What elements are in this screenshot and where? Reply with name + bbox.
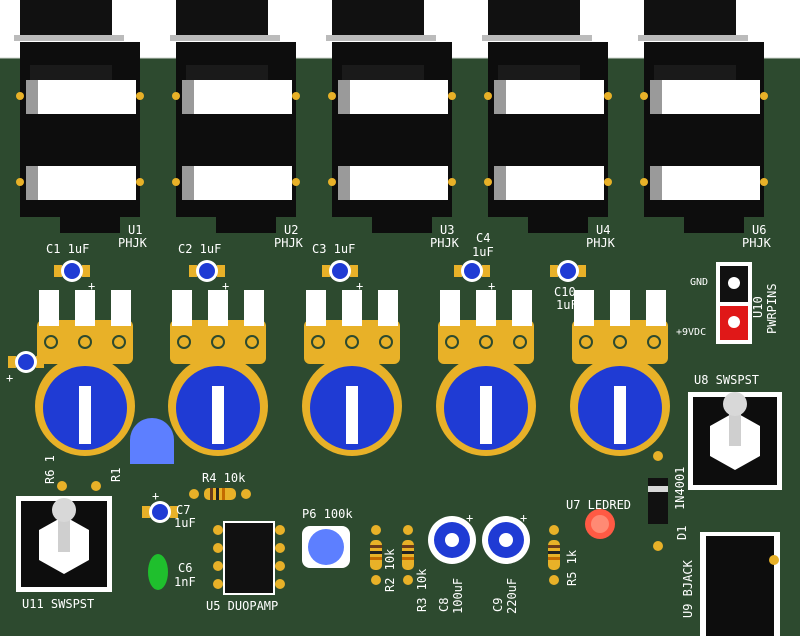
power-pins-u10[interactable] — [716, 262, 752, 344]
label-u5: U5 DUOPAMP — [206, 599, 279, 613]
label-u1-type: PHJK — [118, 236, 147, 250]
label-u6-name: U6 — [752, 223, 767, 237]
label-u1-name: U1 — [128, 223, 143, 237]
label-plus-c7: + — [152, 489, 160, 503]
trimmer-p6[interactable] — [302, 526, 350, 568]
label-u7: U7 LEDRED — [566, 498, 632, 512]
label-c2: C2 1uF — [178, 242, 222, 256]
label-c4-value: 1uF — [472, 245, 494, 259]
label-c10-name: C10 — [554, 285, 576, 299]
opamp-u5[interactable] — [213, 521, 285, 595]
label-plus-c1: + — [88, 279, 96, 293]
label-c1: C1 1uF — [46, 242, 90, 256]
label-plus-left: + — [6, 371, 14, 385]
transistor[interactable] — [130, 418, 174, 464]
label-c7-value: 1uF — [174, 516, 196, 530]
label-r1: R1 — [109, 467, 123, 482]
label-p6: P6 100k — [302, 507, 353, 521]
label-c8-value: 100uF — [451, 577, 465, 614]
cap-c6[interactable] — [148, 554, 168, 590]
pot-2[interactable] — [167, 289, 269, 457]
label-c3: C3 1uF — [312, 242, 356, 256]
label-plus-c2: + — [222, 279, 230, 293]
label-r3: R3 10k — [415, 568, 429, 612]
label-r2: R2 10k — [383, 548, 397, 592]
diode-d1[interactable] — [648, 451, 668, 551]
label-plus-c4: + — [488, 279, 496, 293]
label-u10-name: U10 — [751, 296, 765, 318]
label-u11: U11 SWSPST — [22, 597, 95, 611]
label-u3-name: U3 — [440, 223, 455, 237]
pot-4[interactable] — [435, 289, 537, 457]
label-c6-value: 1nF — [174, 575, 196, 589]
pot-5[interactable] — [569, 289, 671, 457]
label-r4: R4 10k — [202, 471, 246, 485]
label-u6-type: PHJK — [742, 236, 771, 250]
label-c9-value: 220uF — [505, 577, 519, 614]
label-c8-name: C8 — [437, 597, 451, 612]
label-u9: U9 BJACK — [681, 560, 695, 618]
label-c9-name: C9 — [491, 597, 505, 612]
led-u7[interactable] — [585, 509, 615, 539]
label-9vdc: +9VDC — [676, 327, 707, 338]
pot-3[interactable] — [301, 289, 403, 457]
pad-r1 — [91, 481, 101, 491]
label-u4-name: U4 — [596, 223, 611, 237]
label-u4-type: PHJK — [586, 236, 615, 250]
cap-c9[interactable] — [482, 516, 530, 564]
barrel-jack-u9[interactable] — [700, 532, 780, 636]
label-plus-c3: + — [356, 279, 364, 293]
label-plus-c9: + — [520, 511, 528, 525]
label-r6: R6 1 — [43, 455, 57, 484]
label-d1-name: D1 — [675, 525, 689, 540]
label-u3-type: PHJK — [430, 236, 459, 250]
label-plus-c8: + — [466, 511, 474, 525]
label-u2-type: PHJK — [274, 236, 303, 250]
cap-c8[interactable] — [428, 516, 476, 564]
pad-r6 — [57, 481, 67, 491]
label-c10-value: 1uF — [556, 298, 578, 312]
label-c7-name: C7 — [176, 503, 191, 517]
label-c4-name: C4 — [476, 231, 491, 245]
resistor-r4[interactable] — [189, 488, 251, 500]
label-c6-name: C6 — [178, 561, 193, 575]
switch-u11[interactable] — [16, 496, 112, 592]
label-gnd: GND — [690, 277, 709, 288]
label-r5: R5 1k — [565, 549, 579, 586]
switch-u8[interactable] — [688, 392, 782, 490]
label-u8: U8 SWSPST — [694, 373, 760, 387]
label-d1-type: 1N4001 — [673, 466, 687, 510]
label-u10-type: PWRPINS — [765, 283, 779, 334]
label-u2-name: U2 — [284, 223, 299, 237]
pot-1[interactable] — [34, 289, 136, 457]
